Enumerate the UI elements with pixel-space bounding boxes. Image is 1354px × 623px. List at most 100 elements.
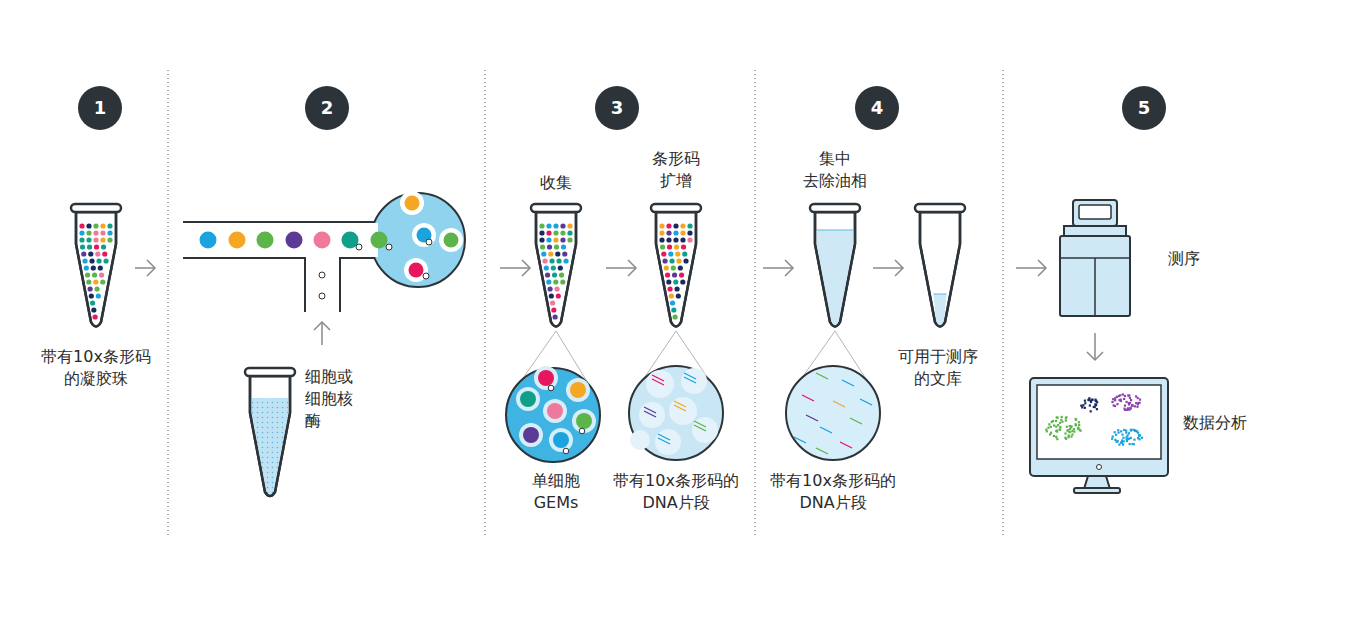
arrow-head (314, 322, 330, 330)
cluster-point (1112, 435, 1114, 437)
cluster-point (1134, 430, 1136, 432)
cluster-point (1139, 434, 1141, 436)
cluster-point (1060, 419, 1062, 421)
gel-bead (676, 293, 681, 298)
step-arrow (500, 260, 530, 276)
arrow-head (522, 260, 530, 276)
gel-bead (687, 230, 692, 235)
monitor-button (1097, 465, 1102, 470)
cluster-point (1068, 431, 1070, 433)
gel-bead (559, 272, 564, 277)
arrow-shaft (500, 267, 530, 269)
cluster-point (1122, 443, 1124, 445)
cluster-point (1078, 424, 1080, 426)
cluster-point (1135, 395, 1137, 397)
cluster-point (1135, 430, 1137, 432)
tube-rim (915, 204, 965, 212)
separator-line (168, 70, 169, 535)
gel-bead (680, 230, 685, 235)
cluster-point (1117, 432, 1119, 434)
cluster-point (1128, 394, 1130, 396)
cluster-point (1137, 437, 1139, 439)
cluster-point (1053, 435, 1055, 437)
cluster-point (1091, 399, 1093, 401)
step-label: 单细胞 GEMs (532, 470, 580, 514)
cluster-point (1077, 428, 1079, 430)
monitor-screen (1037, 385, 1161, 459)
tube-body (76, 212, 116, 327)
gel-bead (86, 230, 91, 235)
cluster-point (1129, 443, 1131, 445)
tube-rim (651, 204, 701, 212)
cluster-point (1116, 440, 1118, 442)
liquid-line (817, 230, 854, 231)
step-number: 5 (1138, 99, 1151, 117)
dna-fragment (842, 380, 854, 386)
gel-bead (673, 230, 678, 235)
lens-circle (629, 366, 723, 460)
gel-bead (680, 237, 685, 242)
gel-bead (523, 427, 539, 443)
gem-droplet (400, 191, 424, 215)
cluster-point (1065, 438, 1067, 440)
dna-fragment (802, 395, 814, 401)
step-label: 带有10x条形码 的凝胶珠 (41, 346, 151, 390)
gel-bead (95, 251, 100, 256)
cluster-point (1111, 438, 1113, 440)
gem-droplet (572, 409, 596, 433)
gel-bead (678, 265, 683, 270)
gel-bead (539, 223, 544, 228)
gel-bead (546, 279, 551, 284)
cluster-point (1138, 434, 1140, 436)
cluster-point (1139, 399, 1141, 401)
gem-droplet (543, 399, 567, 423)
cluster-point (1095, 400, 1097, 402)
gem-droplet (692, 417, 718, 443)
arrow-shaft (763, 267, 793, 269)
cluster-point (1068, 434, 1070, 436)
gel-bead (91, 265, 96, 270)
cluster-point (1048, 423, 1050, 425)
cluster-point (1090, 401, 1092, 403)
cluster-point (1079, 430, 1081, 432)
gel-bead (672, 272, 677, 277)
cluster-point (1059, 426, 1061, 428)
cluster-point (1055, 426, 1057, 428)
cluster-point (1120, 442, 1122, 444)
dna-fragment (644, 411, 656, 417)
cluster-point (1045, 428, 1047, 430)
gel-bead (84, 265, 89, 270)
arrow-head (785, 260, 793, 276)
cluster-point (1135, 402, 1137, 404)
tube-rim (245, 368, 295, 376)
cluster-point (1133, 439, 1135, 441)
cluster-point (1130, 399, 1132, 401)
step-arrow (1087, 333, 1103, 360)
gel-bead (79, 223, 84, 228)
cluster-point (1056, 429, 1058, 431)
step-number-circle: 5 (1122, 86, 1166, 130)
tube-body (920, 212, 960, 327)
gel-bead (560, 279, 565, 284)
gel-bead (409, 263, 424, 278)
tube-outline (76, 212, 116, 327)
gel-bead (79, 230, 84, 235)
gel-bead (666, 279, 671, 284)
gel-bead (550, 300, 555, 305)
gel-bead (100, 237, 105, 242)
gel-bead (667, 286, 672, 291)
dna-fragment (684, 377, 696, 383)
cluster-point (1055, 430, 1057, 432)
arrow-shaft (321, 322, 323, 345)
gel-bead (553, 432, 569, 448)
dna-fragment (833, 401, 845, 407)
cluster-point (1073, 428, 1075, 430)
cluster-point (1124, 395, 1126, 397)
gel-bead (229, 232, 246, 249)
gel-bead (673, 237, 678, 242)
gel-bead (539, 230, 544, 235)
step-number: 1 (94, 99, 107, 117)
gel-bead (552, 272, 557, 277)
gel-bead (93, 230, 98, 235)
cluster-point (1084, 407, 1086, 409)
